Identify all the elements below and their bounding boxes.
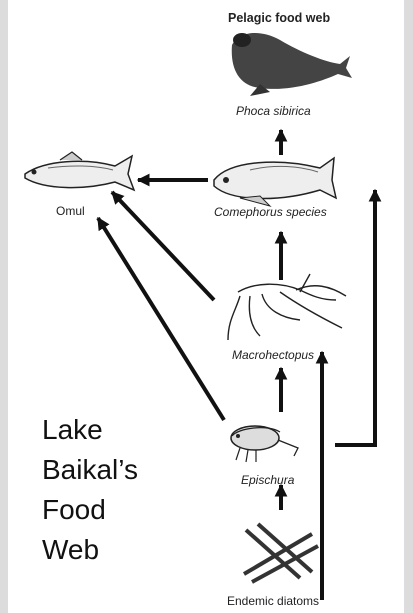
node-label-comephorus: Comephorus species bbox=[214, 205, 327, 219]
seal-illustration bbox=[232, 33, 352, 96]
epischura-illustration bbox=[231, 426, 298, 462]
comephorus-fish-illustration bbox=[214, 158, 336, 206]
macrohectopus-illustration bbox=[228, 274, 346, 340]
caption-line: Lake bbox=[42, 410, 138, 450]
caption-line: Web bbox=[42, 530, 138, 570]
diagram-title: Pelagic food web bbox=[228, 11, 330, 25]
node-label-macrohectopus: Macrohectopus bbox=[232, 348, 314, 362]
node-label-diatoms: Endemic diatoms bbox=[227, 594, 319, 608]
caption-line: Baikal’s bbox=[42, 450, 138, 490]
arrow-diatoms-to-comephorus bbox=[335, 190, 375, 445]
node-label-epischura: Epischura bbox=[241, 473, 294, 487]
node-label-omul: Omul bbox=[56, 204, 85, 218]
arrow-macrohectopus-to-omul bbox=[112, 192, 214, 300]
energy-flow-arrows bbox=[98, 130, 375, 600]
diatoms-illustration bbox=[244, 524, 318, 582]
arrow-epischura-to-omul bbox=[98, 218, 224, 420]
node-label-phoca: Phoca sibirica bbox=[236, 104, 311, 118]
omul-fish-illustration bbox=[25, 152, 134, 190]
caption-line: Food bbox=[42, 490, 138, 530]
slide-caption: Lake Baikal’s Food Web bbox=[42, 410, 138, 570]
